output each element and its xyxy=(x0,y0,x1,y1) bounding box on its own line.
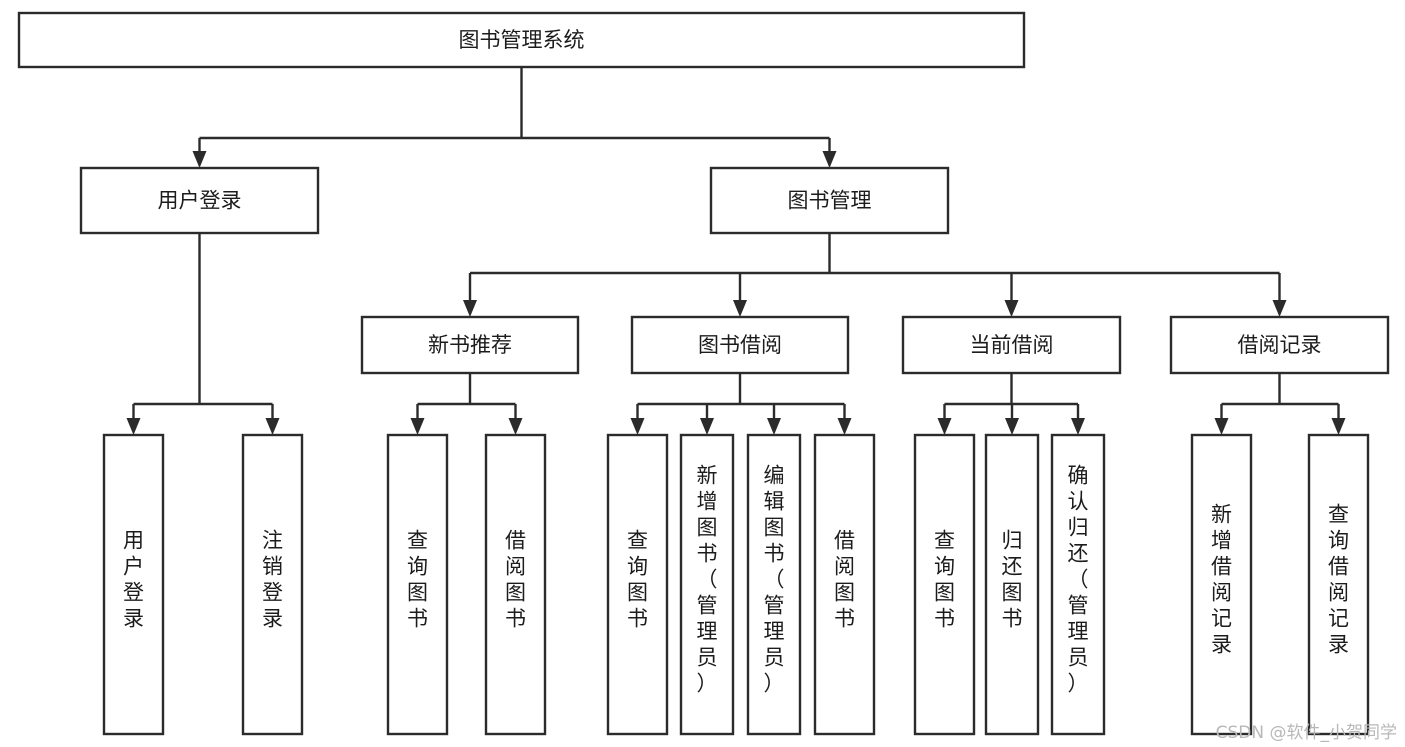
node-box-book-borrow xyxy=(630,315,850,375)
arrow-book-borrow-arrowhead xyxy=(733,300,747,317)
node-box-leaf-confirm-return xyxy=(1050,433,1106,736)
node-label-leaf-edit-book: 编辑图书（管理员） xyxy=(764,464,785,696)
node-label-leaf-query-book-rec: 查询图书 xyxy=(407,529,428,631)
node-label-leaf-confirm-return: 确认归还（管理员） xyxy=(1068,464,1089,696)
arrow-new-book-recommend-arrowhead xyxy=(463,300,477,317)
arrow-leaf-borrow-book-rec-arrowhead xyxy=(508,418,523,435)
node-leaf-confirm-return[interactable]: 确认归还（管理员） xyxy=(1050,433,1106,736)
node-label-current-borrow: 当前借阅 xyxy=(970,333,1054,357)
node-box-leaf-add-record xyxy=(1190,433,1253,736)
arrow-leaf-query-book-current-arrowhead xyxy=(937,418,952,435)
node-box-leaf-user-login xyxy=(102,433,165,736)
node-box-current-borrow xyxy=(901,315,1122,375)
node-label-user-login: 用户登录 xyxy=(158,189,242,213)
node-box-leaf-borrow-book xyxy=(813,433,876,736)
node-label-new-book-recommend: 新书推荐 xyxy=(428,333,512,357)
arrow-leaf-query-record-arrowhead xyxy=(1331,418,1346,435)
node-leaf-query-book-current[interactable]: 查询图书 xyxy=(913,433,976,736)
node-leaf-add-book[interactable]: 新增图书（管理员） xyxy=(679,433,735,736)
node-box-leaf-borrow-book-rec xyxy=(484,433,547,736)
node-new-book-recommend[interactable]: 新书推荐 xyxy=(360,315,580,375)
node-label-leaf-logout: 注销登录 xyxy=(262,529,283,631)
node-label-root: 图书管理系统 xyxy=(459,28,585,52)
node-label-leaf-add-book: 新增图书（管理员） xyxy=(697,464,718,696)
node-leaf-query-book-rec[interactable]: 查询图书 xyxy=(386,433,449,736)
node-book-management[interactable]: 图书管理 xyxy=(709,166,950,235)
arrow-borrow-record-arrowhead xyxy=(1272,300,1287,317)
arrow-leaf-query-book-rec-arrowhead xyxy=(410,418,425,435)
node-box-leaf-query-book-borrow xyxy=(606,433,669,736)
arrow-leaf-add-book-arrowhead xyxy=(700,418,714,435)
node-label-leaf-borrow-book-rec: 借阅图书 xyxy=(505,529,526,631)
node-label-borrow-record: 借阅记录 xyxy=(1238,333,1322,357)
node-root[interactable]: 图书管理系统 xyxy=(17,11,1026,69)
arrow-leaf-query-book-borrow-arrowhead xyxy=(630,418,645,435)
node-label-book-management: 图书管理 xyxy=(788,189,872,213)
node-leaf-add-record[interactable]: 新增借阅记录 xyxy=(1190,433,1253,736)
connector-layer xyxy=(126,67,1346,435)
node-leaf-borrow-book-rec[interactable]: 借阅图书 xyxy=(484,433,547,736)
node-leaf-logout[interactable]: 注销登录 xyxy=(241,433,304,736)
node-label-leaf-return-book: 归还图书 xyxy=(1002,529,1023,631)
node-leaf-return-book[interactable]: 归还图书 xyxy=(984,433,1040,736)
node-label-leaf-add-record: 新增借阅记录 xyxy=(1211,503,1232,657)
node-box-leaf-logout xyxy=(241,433,304,736)
node-label-leaf-borrow-book: 借阅图书 xyxy=(834,529,855,631)
node-box-leaf-edit-book xyxy=(746,433,802,736)
node-leaf-borrow-book[interactable]: 借阅图书 xyxy=(813,433,876,736)
arrow-leaf-confirm-return-arrowhead xyxy=(1071,418,1085,435)
node-box-leaf-add-book xyxy=(679,433,735,736)
arrow-leaf-borrow-book-arrowhead xyxy=(837,418,852,435)
node-box-user-login xyxy=(79,166,320,235)
node-leaf-edit-book[interactable]: 编辑图书（管理员） xyxy=(746,433,802,736)
node-box-borrow-record xyxy=(1169,315,1390,375)
node-box-leaf-query-book-rec xyxy=(386,433,449,736)
arrow-leaf-logout-arrowhead xyxy=(265,418,280,435)
arrow-book-management-arrowhead xyxy=(822,151,837,168)
node-label-leaf-query-book-borrow: 查询图书 xyxy=(627,529,648,631)
arrow-leaf-edit-book-arrowhead xyxy=(767,418,781,435)
node-book-borrow[interactable]: 图书借阅 xyxy=(630,315,850,375)
arrow-current-borrow-arrowhead xyxy=(1004,300,1019,317)
node-box-leaf-return-book xyxy=(984,433,1040,736)
node-box-new-book-recommend xyxy=(360,315,580,375)
node-box-leaf-query-book-current xyxy=(913,433,976,736)
node-box-leaf-query-record xyxy=(1307,433,1370,736)
arrow-leaf-user-login-arrowhead xyxy=(126,418,141,435)
node-label-leaf-user-login: 用户登录 xyxy=(123,529,144,631)
node-label-leaf-query-record: 查询借阅记录 xyxy=(1328,503,1349,657)
node-label-leaf-query-book-current: 查询图书 xyxy=(934,529,955,631)
arrow-leaf-return-book-arrowhead xyxy=(1005,418,1019,435)
node-current-borrow[interactable]: 当前借阅 xyxy=(901,315,1122,375)
node-user-login[interactable]: 用户登录 xyxy=(79,166,320,235)
node-leaf-query-book-borrow[interactable]: 查询图书 xyxy=(606,433,669,736)
arrow-leaf-add-record-arrowhead xyxy=(1214,418,1229,435)
node-box-book-management xyxy=(709,166,950,235)
node-borrow-record[interactable]: 借阅记录 xyxy=(1169,315,1390,375)
node-layer: 图书管理系统用户登录图书管理新书推荐图书借阅当前借阅借阅记录用户登录注销登录查询… xyxy=(17,11,1390,736)
node-leaf-user-login[interactable]: 用户登录 xyxy=(102,433,165,736)
arrow-user-login-arrowhead xyxy=(192,151,207,168)
node-leaf-query-record[interactable]: 查询借阅记录 xyxy=(1307,433,1370,736)
node-box-root xyxy=(17,11,1026,69)
node-label-book-borrow: 图书借阅 xyxy=(698,333,782,357)
